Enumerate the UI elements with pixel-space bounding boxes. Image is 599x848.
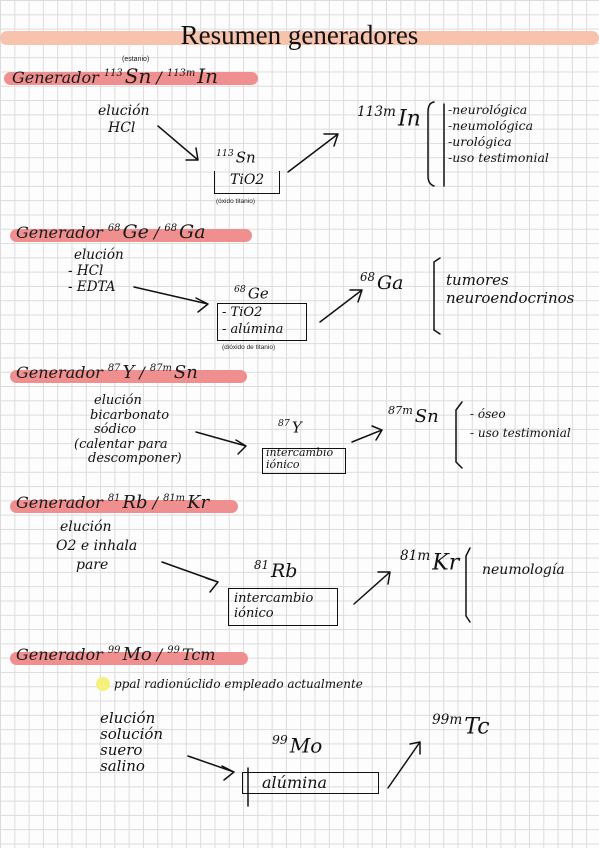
section-1-generator-word: Generador bbox=[12, 68, 99, 87]
section-2-child-mass: 68 bbox=[164, 223, 178, 235]
section-1-elution: elución HCl bbox=[98, 103, 150, 136]
section-5-generator-word: Generador bbox=[16, 645, 103, 664]
section-5-parent-symbol: Mo bbox=[122, 644, 152, 665]
section-2-highlight bbox=[10, 229, 252, 242]
section-4-column-content: intercambio iónico bbox=[234, 591, 314, 621]
section-1-uses-bracket bbox=[427, 101, 435, 187]
section-2-column-box bbox=[217, 303, 307, 341]
section-4-child-mass: 81m bbox=[163, 493, 186, 505]
section-3-highlight bbox=[10, 370, 247, 383]
section-1-elution-arrow bbox=[157, 125, 199, 161]
section-1-product: 113mIn bbox=[357, 104, 421, 132]
section-5-child-mass: 99 bbox=[167, 645, 180, 657]
section-4-elution-arrow bbox=[161, 561, 219, 593]
section-2-child-symbol: Ga bbox=[179, 221, 206, 243]
section-4-uses: neumología bbox=[482, 562, 565, 578]
section-4-elution: elución O2 e inhala pare bbox=[56, 519, 138, 573]
section-1-column-box bbox=[214, 171, 280, 194]
section-3-generator-word: Generador bbox=[16, 363, 103, 382]
section-5-product-arrow bbox=[387, 741, 421, 789]
section-2-uses-bracket bbox=[433, 257, 441, 335]
section-4-generator-word: Generador bbox=[16, 493, 103, 512]
section-3-column-box bbox=[262, 448, 346, 474]
section-1-parent-mass: 113 bbox=[103, 68, 123, 80]
section-2-elution-arrow bbox=[133, 286, 209, 313]
title-highlight bbox=[0, 31, 599, 45]
section-2-column-note: (dióxido de titanio) bbox=[222, 344, 276, 351]
section-1-parent-symbol: Sn bbox=[124, 64, 152, 88]
section-5-elution-arrow bbox=[187, 755, 235, 781]
section-3-elution: elución bicarbonato sódico (calentar par… bbox=[74, 393, 182, 466]
section-2-parent-mass: 68 bbox=[107, 223, 121, 235]
section-5-parent-mass: 99 bbox=[107, 645, 121, 657]
section-4-column-box bbox=[228, 588, 338, 626]
section-3-elution-arrow bbox=[195, 431, 247, 455]
section-3-child-mass: 87m bbox=[149, 363, 172, 375]
section-4-product-arrow bbox=[353, 571, 391, 605]
section-4-parent-mass: 81 bbox=[107, 493, 121, 505]
section-4-child-symbol: Kr bbox=[187, 492, 210, 513]
section-3-parent-mass: 87 bbox=[107, 363, 121, 375]
section-4-product: 81mKr bbox=[400, 548, 460, 576]
section-2-generator-word: Generador bbox=[16, 223, 103, 242]
section-1-column-note: (óxido titanio) bbox=[216, 198, 256, 205]
section-5-elution: elución solución suero salino bbox=[100, 709, 164, 775]
bullet-highlight-dot bbox=[96, 677, 110, 691]
section-2-uses: tumores neuroendocrinos bbox=[446, 271, 575, 307]
section-1-annotation: (estanio) bbox=[122, 56, 150, 63]
section-3-uses: - óseo - uso testimonial bbox=[470, 407, 571, 440]
section-3-column-content: intercambio iónico bbox=[266, 446, 334, 471]
section-5-column-box bbox=[242, 772, 379, 794]
section-3-child-symbol: Sn bbox=[173, 362, 198, 383]
section-5-child-symbol: Tcm bbox=[181, 645, 216, 664]
section-5-column-content: alúmina bbox=[262, 773, 328, 792]
section-3-product-arrow bbox=[351, 425, 383, 443]
section-1-child-mass: 113m bbox=[166, 68, 196, 80]
section-2-product-arrow bbox=[319, 289, 363, 323]
section-1-uses: -neurológica -neumológica -urológica -us… bbox=[448, 102, 549, 165]
section-3-parent-symbol: Y bbox=[122, 362, 135, 383]
section-1-product-arrow bbox=[287, 133, 339, 173]
section-2-elution: elución - HCl - EDTA bbox=[68, 247, 124, 295]
section-2-column-content: - TiO2 - alúmina bbox=[222, 305, 284, 337]
section-5-highlight bbox=[10, 652, 248, 665]
section-1-child-symbol: In bbox=[197, 64, 218, 88]
section-1-highlight bbox=[4, 72, 258, 85]
section-4-highlight bbox=[10, 500, 238, 513]
section-5-bullet-note: ppal radionúclido empleado actualmente bbox=[114, 677, 363, 691]
section-4-uses-bracket bbox=[465, 547, 471, 623]
section-5-product: 99mTc bbox=[432, 712, 490, 740]
page-title: Resumen generadores bbox=[180, 20, 419, 50]
section-4-parent-symbol: Rb bbox=[122, 492, 148, 513]
section-1-column-content: TiO2 bbox=[230, 172, 265, 188]
section-2-parent-symbol: Ge bbox=[122, 221, 149, 243]
section-3-uses-bracket bbox=[455, 401, 463, 469]
